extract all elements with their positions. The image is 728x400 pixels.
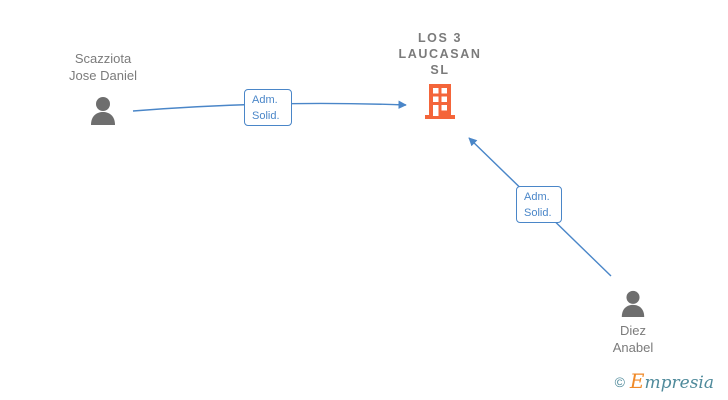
brand-rest: mpresia <box>644 373 715 393</box>
person-left-name-label: Scazziota Jose Daniel <box>69 51 137 83</box>
brand-logo: Empresia <box>630 371 714 392</box>
company-node[interactable]: LOS 3 LAUCASAN SL <box>370 30 510 122</box>
edge-label-adm-solid-left[interactable]: Adm. Solid. <box>244 89 292 126</box>
person-node-left[interactable]: Scazziota Jose Daniel <box>28 50 178 125</box>
brand-initial: E <box>629 369 645 393</box>
copyright-icon: © <box>614 373 625 390</box>
person-icon[interactable] <box>28 93 178 125</box>
person-node-right[interactable]: Diez Anabel <box>558 286 708 356</box>
company-name-label: LOS 3 LAUCASAN SL <box>398 31 482 77</box>
edge-label-adm-solid-right[interactable]: Adm. Solid. <box>516 186 562 223</box>
building-icon[interactable] <box>370 84 510 122</box>
watermark: © Empresia <box>615 371 714 392</box>
person-right-name-label: Diez Anabel <box>612 323 654 355</box>
person-icon[interactable] <box>558 286 708 318</box>
